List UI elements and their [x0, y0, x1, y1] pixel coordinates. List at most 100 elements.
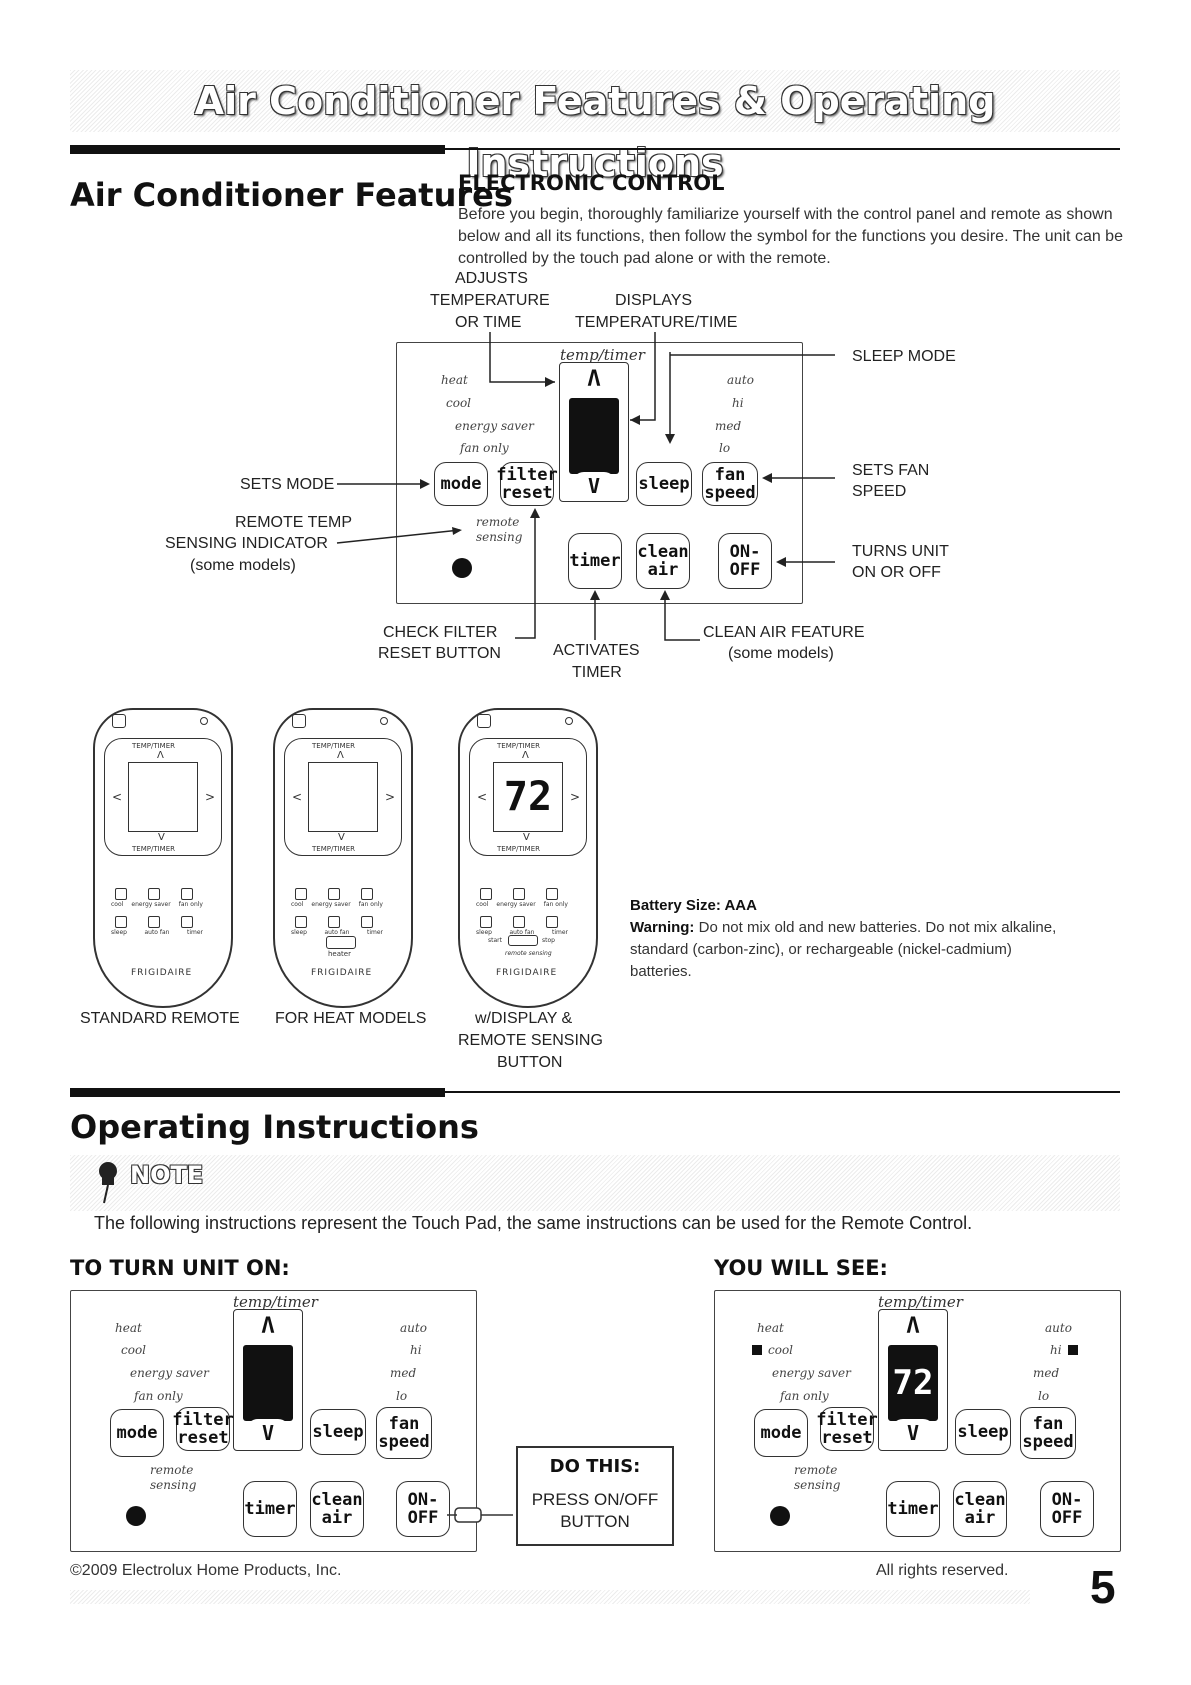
panel-up-button[interactable]: Λ [891, 1313, 935, 1341]
remote-sleep-button[interactable] [115, 916, 127, 928]
remote-timer-button[interactable] [181, 916, 193, 928]
section-rule-thin [445, 148, 1120, 150]
remote-sensing-label: remote sensing [505, 950, 552, 957]
callout-reset-button: RESET BUTTON [378, 645, 501, 662]
remote-down-icon[interactable]: V [523, 832, 530, 843]
power-icon[interactable] [292, 714, 306, 728]
panel-sleep-button[interactable]: sleep [636, 462, 692, 506]
panel-remote-label: remote [476, 515, 520, 529]
panel-up-button[interactable]: Λ [246, 1313, 290, 1341]
title-banner [70, 70, 1120, 132]
power-icon[interactable] [477, 714, 491, 728]
clean-label: clean [637, 542, 689, 562]
filter-label: filter [172, 1410, 234, 1430]
remote-left-icon[interactable]: < [477, 790, 488, 804]
sleep-label: sleep [957, 1422, 1009, 1442]
remote-sleep-button[interactable] [295, 916, 307, 928]
remote-down-icon[interactable]: V [158, 832, 165, 843]
remote-brand-logo: FRIGIDAIRE [496, 968, 558, 978]
callout-remote-temp: REMOTE TEMP [235, 514, 353, 531]
remote-auto-fan-button[interactable] [328, 916, 340, 928]
panel-timer-button[interactable]: timer [243, 1481, 297, 1537]
remote-right-icon[interactable]: > [205, 790, 216, 804]
remote-right-icon[interactable]: > [385, 790, 396, 804]
remote-energy-saver-button[interactable] [513, 888, 525, 900]
do-this-box [516, 1446, 674, 1546]
remote-left-icon[interactable]: < [292, 790, 303, 804]
panel-down-button[interactable]: V [891, 1419, 935, 1447]
remote-fan-only-button[interactable] [361, 888, 373, 900]
remote-cool-button[interactable] [480, 888, 492, 900]
remote-brand-logo: FRIGIDAIRE [131, 968, 193, 978]
callout-temperature: TEMPERATURE [430, 292, 550, 309]
remote-cool-button[interactable] [295, 888, 307, 900]
remote-nav-pad[interactable] [469, 738, 587, 856]
panel-down-button[interactable]: V [572, 472, 616, 500]
remote-sensing-indicator [126, 1506, 146, 1526]
panel-mode-button[interactable]: mode [754, 1409, 808, 1457]
remote-auto-fan-button[interactable] [513, 916, 525, 928]
remote-heat-models [273, 708, 413, 1008]
panel-temp-frame [878, 1309, 948, 1451]
remote-right-icon[interactable]: > [570, 790, 581, 804]
panel-timer-button[interactable]: timer [886, 1481, 940, 1537]
remote-heater-button[interactable] [326, 936, 356, 949]
panel-mode-energy-saver: energy saver [455, 419, 534, 433]
remote-up-icon[interactable]: Λ [522, 750, 529, 761]
panel-timer-button[interactable]: timer [568, 533, 622, 589]
panel-on-off-button[interactable]: ON-OFF [396, 1481, 450, 1537]
remote-energy-saver-button[interactable] [148, 888, 160, 900]
panel-up-button[interactable]: Λ [572, 366, 616, 394]
panel-sleep-button[interactable]: sleep [310, 1409, 366, 1455]
remote-autofan-label: auto fan [324, 929, 350, 936]
remote-nav-pad[interactable] [284, 738, 402, 856]
caption-display-2: REMOTE SENSING [458, 1032, 603, 1049]
remote-fan-only-button[interactable] [181, 888, 193, 900]
remote-nav-pad[interactable] [104, 738, 222, 856]
remote-timer-button[interactable] [546, 916, 558, 928]
remote-sensing-button[interactable] [508, 935, 538, 946]
panel-mode-button[interactable]: mode [110, 1409, 164, 1457]
remote-auto-fan-button[interactable] [148, 916, 160, 928]
remote-cool-button[interactable] [115, 888, 127, 900]
note-label: NOTE [130, 1161, 204, 1189]
timer-label: timer [887, 1499, 939, 1519]
panel-mode-cool: cool [446, 396, 472, 410]
panel-mode-fan-only: fan only [780, 1389, 829, 1403]
remote-sleep-button[interactable] [480, 916, 492, 928]
remote-timer-label: timer [186, 929, 203, 936]
remote-up-icon[interactable]: Λ [157, 750, 164, 761]
pointing-hand-icon [447, 1507, 513, 1523]
speed-label: speed [704, 483, 756, 503]
callout-timer: TIMER [572, 664, 622, 681]
panel-down-button[interactable]: V [246, 1419, 290, 1447]
panel-on-off-button[interactable]: ON-OFF [1040, 1481, 1094, 1537]
note-text: The following instructions represent the… [94, 1213, 973, 1233]
remote-left-icon[interactable]: < [112, 790, 123, 804]
remote-display-sensing [458, 708, 598, 1008]
callout-adjusts: ADJUSTS [455, 270, 528, 287]
remote-down-icon[interactable]: V [338, 832, 345, 843]
panel-mode-button[interactable]: mode [434, 462, 488, 506]
remote-fan-only-button[interactable] [546, 888, 558, 900]
remote-energy-saver-button[interactable] [328, 888, 340, 900]
copyright: ©2009 Electrolux Home Products, Inc. [70, 1562, 342, 1579]
panel-on-off-button[interactable]: ON-OFF [718, 533, 772, 589]
remote-timer-button[interactable] [361, 916, 373, 928]
led-icon [565, 717, 573, 725]
panel-sleep-button[interactable]: sleep [955, 1409, 1011, 1455]
power-icon[interactable] [112, 714, 126, 728]
remote-up-icon[interactable]: Λ [337, 750, 344, 761]
footer-hatch-bar [70, 1590, 1030, 1604]
panel-fan-med: med [390, 1366, 417, 1380]
remote-button-grid: cool energy saver fan only sleep auto fa… [476, 888, 586, 936]
